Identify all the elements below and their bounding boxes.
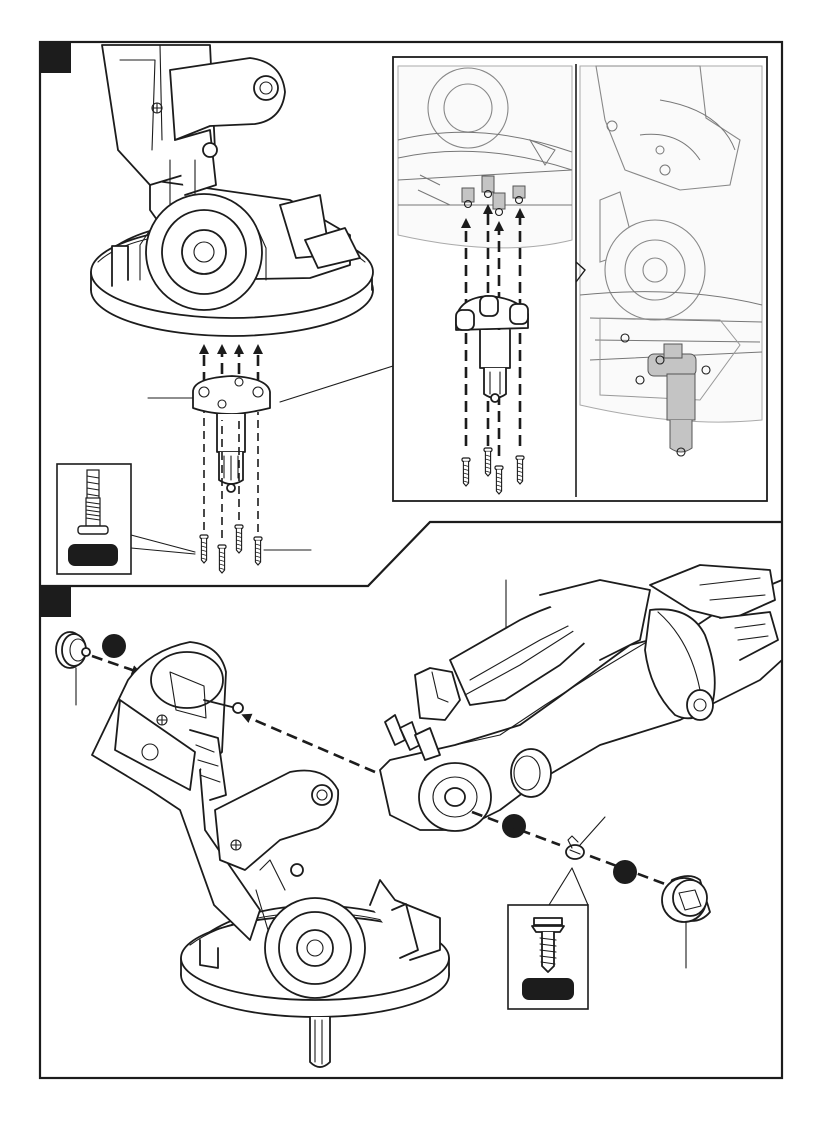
zoom-leader [280, 366, 393, 402]
order-marker-3 [613, 860, 637, 884]
screw-detail-callout-2 [508, 868, 588, 1009]
housing-base [91, 45, 373, 336]
magnified-view [393, 57, 767, 501]
motor-housing [380, 565, 782, 831]
step-1-marker [41, 43, 71, 73]
screw [566, 836, 584, 859]
leader-screw-2 [580, 817, 605, 845]
pivot-arm-assembly [92, 642, 449, 1067]
end-cap-right [662, 876, 710, 922]
assembled-closeup [580, 66, 762, 456]
order-marker-2 [502, 814, 526, 838]
upper-base-closeup [398, 66, 572, 248]
arrow-end-cap [92, 656, 138, 672]
order-marker-1 [102, 634, 126, 658]
step-2-marker [41, 587, 71, 617]
arrow-pivot-arm [245, 716, 375, 772]
end-cap-left [56, 632, 90, 668]
screw-detail-callout [57, 464, 195, 574]
